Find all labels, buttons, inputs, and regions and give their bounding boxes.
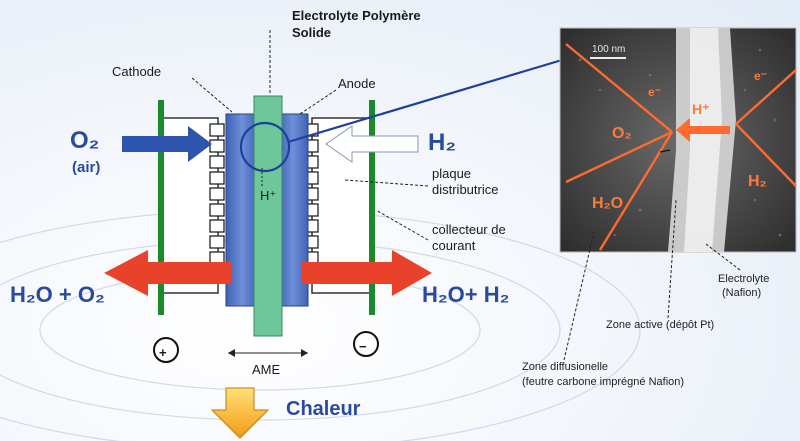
- cathode-leader: [191, 77, 233, 113]
- collector-cathode: [158, 100, 164, 315]
- zoom-connector: [287, 58, 563, 144]
- collecteur-leader: [375, 209, 429, 241]
- sem-e-right: e⁻: [754, 69, 767, 83]
- chaleur-label: Chaleur: [286, 398, 361, 420]
- negative-sign: −: [359, 339, 367, 354]
- sem-electrolyte-line2: (Nafion): [722, 287, 761, 299]
- h2o-o2-label: H₂O + O₂: [10, 282, 105, 307]
- sem-h-arrow: [676, 118, 730, 142]
- plaque-label-line2: distributrice: [432, 182, 498, 197]
- o2-air-label: (air): [72, 159, 100, 176]
- h2-inlet-arrow: [325, 125, 419, 163]
- sem-o2: O₂: [612, 125, 632, 142]
- ame-arrow-left: [228, 349, 235, 357]
- sem-scale-label: 100 nm: [592, 44, 625, 55]
- ame-label: AME: [252, 362, 281, 377]
- ame-arrow-right: [301, 349, 308, 357]
- sem-h-plus: H⁺: [692, 101, 710, 117]
- positive-terminal: [153, 337, 179, 363]
- h2o-o2-outlet-arrow: [104, 250, 232, 296]
- sem-micrograph: 100 nm e⁻ e⁻ O₂ H⁺ H₂O H₂: [559, 27, 797, 253]
- h2o-h2-outlet-arrow: [302, 250, 432, 296]
- anode-leader: [299, 89, 337, 115]
- plaque-leader: [344, 179, 429, 187]
- collecteur-label-line1: collecteur de: [432, 222, 506, 237]
- collecteur-label-line2: courant: [432, 238, 476, 253]
- cell-h-plus: H⁺: [260, 188, 276, 203]
- electrolyte-title-line2: Solide: [292, 25, 331, 40]
- heat-arrow: [210, 387, 270, 439]
- sem-zone-active: Zone active (dépôt Pt): [606, 319, 714, 331]
- sem-zone-diff-leader: [563, 231, 595, 361]
- sem-zone-diff-line2: (feutre carbone imprégné Nafion): [522, 376, 684, 388]
- zoom-circle: [239, 121, 291, 173]
- h2o-h2-label: H₂O+ H₂: [422, 282, 509, 307]
- h2-label: H₂: [428, 129, 456, 156]
- sem-h2o: H₂O: [592, 195, 623, 212]
- o2-label: O₂: [70, 127, 99, 154]
- sem-electrolyte-leader: [705, 243, 741, 271]
- positive-sign: +: [159, 345, 167, 360]
- membrane-epsolide: [253, 95, 283, 337]
- anode-label: Anode: [338, 76, 376, 91]
- plaque-label-line1: plaque: [432, 166, 471, 181]
- sem-zone-diff-line1: Zone diffusionelle: [522, 361, 608, 373]
- sem-electrolyte-line1: Electrolyte: [718, 273, 769, 285]
- sem-e-left: e⁻: [648, 85, 661, 99]
- collector-anode: [369, 100, 375, 315]
- cathode-label: Cathode: [112, 64, 161, 79]
- sem-h2: H₂: [748, 173, 767, 190]
- electrolyte-title-line1: Electrolyte Polymère: [292, 8, 421, 23]
- o2-inlet-arrow: [122, 126, 212, 162]
- negative-terminal: [353, 331, 379, 357]
